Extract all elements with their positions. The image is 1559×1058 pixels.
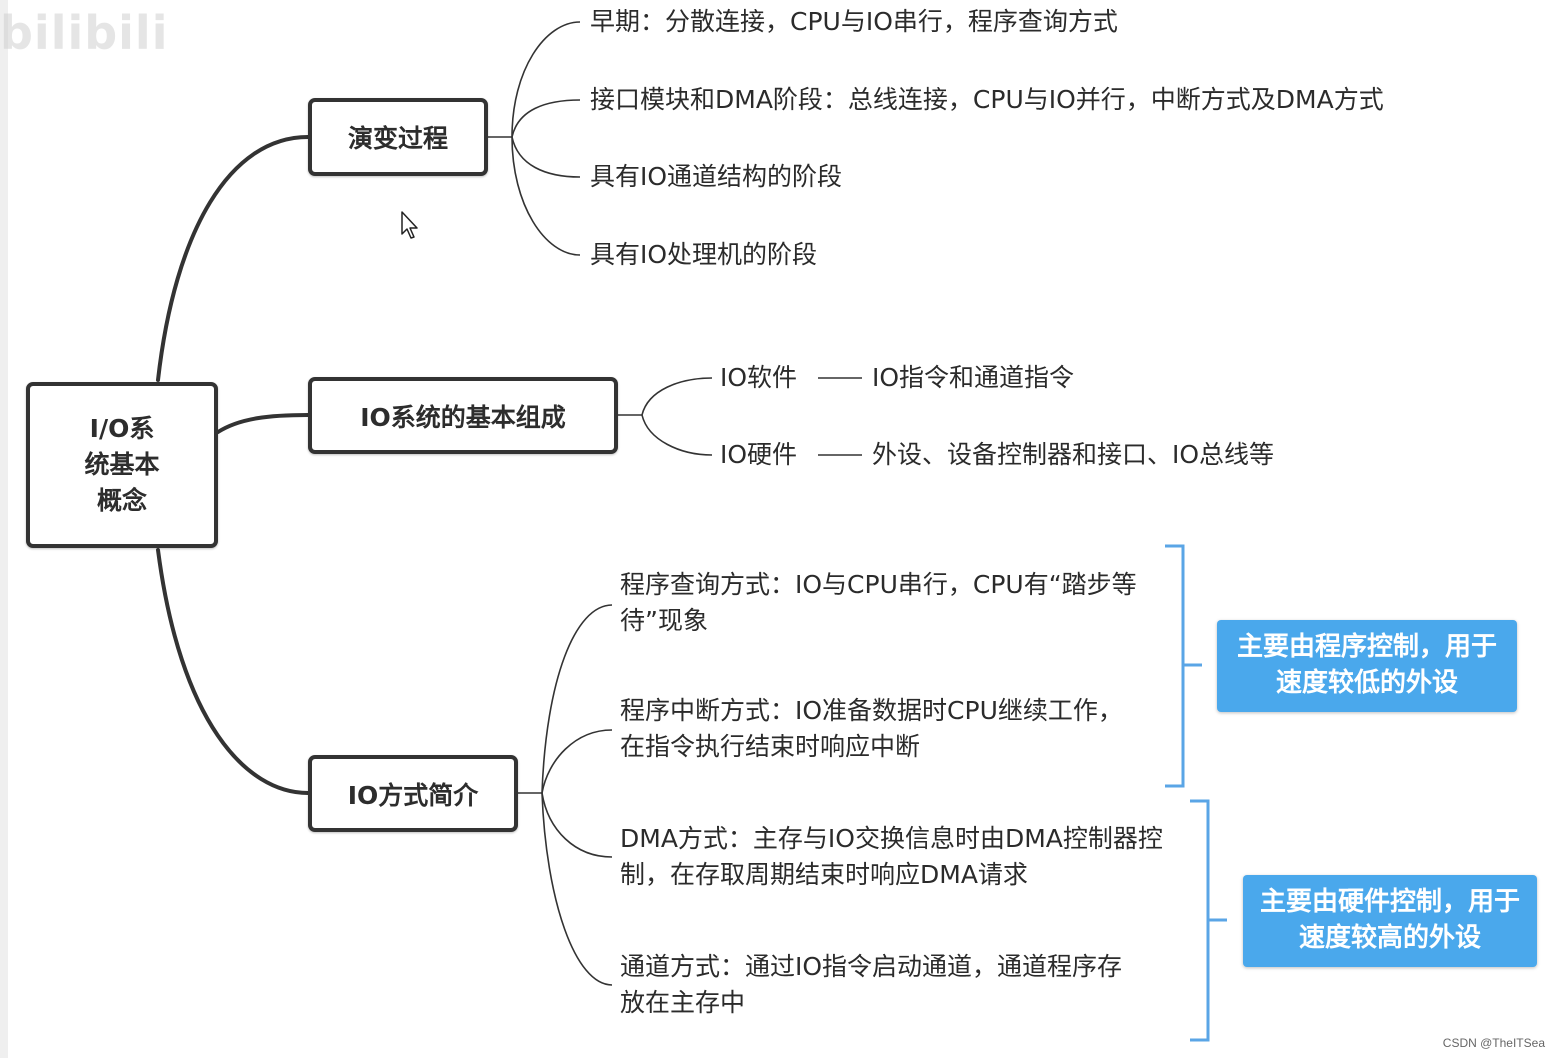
bracket-2 <box>1190 799 1227 1042</box>
edge-b2-c1 <box>641 377 713 416</box>
edge-b3-c3 <box>541 792 613 858</box>
branch-evolution-label: 演变过程 <box>347 124 448 153</box>
edge-b1-c1 <box>511 21 581 138</box>
edge-root-branch1 <box>156 135 310 382</box>
leaf-io-software-detail: IO指令和通道指令 <box>872 363 1075 392</box>
edge-b3-c4 <box>541 792 613 986</box>
leaf-channel-stage: 具有IO通道结构的阶段 <box>590 162 843 191</box>
leaf-io-hardware: IO硬件 <box>720 440 798 469</box>
edge-b1-c3 <box>511 136 581 178</box>
callout-program-controlled: 主要由程序控制，用于速度较低的外设 <box>1217 620 1517 712</box>
leaf-dma: DMA方式：主存与IO交换信息时由DMA控制器控制，在存取周期结束时响应DMA请… <box>620 824 1163 889</box>
leaf-channel: 通道方式：通过IO指令启动通道，通道程序存放在主存中 <box>620 952 1123 1017</box>
leaf-io-software: IO软件 <box>720 363 798 392</box>
bracket-1 <box>1165 544 1202 788</box>
edge-b2-c2 <box>641 414 713 456</box>
leaf-interrupt: 程序中断方式：IO准备数据时CPU继续工作，在指令执行结束时响应中断 <box>620 696 1123 761</box>
leaf-polling: 程序查询方式：IO与CPU串行，CPU有“踏步等待”现象 <box>620 570 1137 635</box>
edge-b3-c1 <box>541 604 613 794</box>
branch-evolution[interactable]: 演变过程 <box>308 98 488 176</box>
edge-root-branch3 <box>156 548 310 795</box>
leaf-processor-stage: 具有IO处理机的阶段 <box>590 240 818 269</box>
root-label: I/O系 统基本 概念 <box>84 414 160 515</box>
root-node[interactable]: I/O系 统基本 概念 <box>26 382 218 548</box>
leaf-io-hardware-detail: 外设、设备控制器和接口、IO总线等 <box>872 440 1275 469</box>
edge-b1-c4 <box>511 136 581 256</box>
branch-io-methods[interactable]: IO方式简介 <box>308 755 518 832</box>
leaf-dma-stage: 接口模块和DMA阶段：总线连接，CPU与IO并行，中断方式及DMA方式 <box>590 85 1384 114</box>
branch-composition-label: IO系统的基本组成 <box>360 402 566 432</box>
callout-hardware-controlled: 主要由硬件控制，用于速度较高的外设 <box>1243 875 1537 967</box>
edge-root-branch2 <box>216 413 310 434</box>
credit-text: CSDN @TheITSea <box>1442 1036 1545 1050</box>
leaf-early-stage: 早期：分散连接，CPU与IO串行，程序查询方式 <box>590 7 1118 36</box>
window-edge <box>0 0 8 1058</box>
edge-b1-c2 <box>511 99 581 138</box>
branch-composition[interactable]: IO系统的基本组成 <box>308 377 618 454</box>
mouse-cursor-icon <box>401 211 418 239</box>
watermark: bilibili <box>0 6 169 60</box>
edge-b3-c2 <box>541 729 613 794</box>
branch-io-methods-label: IO方式简介 <box>347 780 479 810</box>
